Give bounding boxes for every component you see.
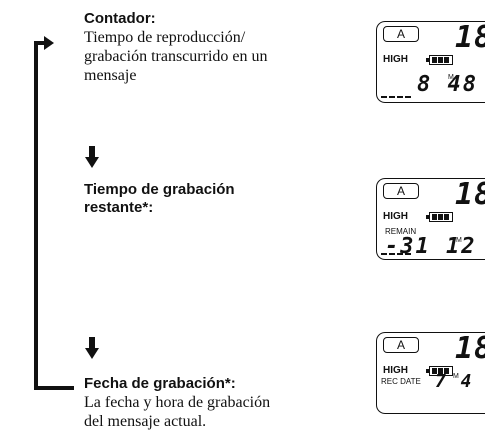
segment-dashes bbox=[381, 96, 411, 98]
segment-dashes bbox=[381, 253, 411, 255]
lcd-display-remaining: A 18 HIGH REMAIN -31 12 M S bbox=[376, 178, 485, 260]
battery-icon bbox=[426, 366, 453, 376]
quality-label: HIGH bbox=[383, 54, 408, 65]
section-tiempo-restante: Tiempo de grabación restante*: bbox=[84, 181, 339, 217]
section-description: La fecha y hora de grabación del mensaje… bbox=[84, 394, 271, 430]
counter-readout: 8 48 bbox=[417, 72, 478, 97]
message-number: 18 bbox=[455, 178, 485, 212]
down-arrow-icon bbox=[85, 146, 99, 168]
lcd-display-rec-date: A 18 HIGH REC DATE 7 4 M D bbox=[376, 332, 485, 414]
remain-label: REMAIN bbox=[385, 227, 417, 236]
section-fecha-grabacion: Fecha de grabación*: La fecha y hora de … bbox=[84, 375, 339, 431]
folder-indicator: A bbox=[383, 337, 419, 353]
section-title: Tiempo de grabación restante*: bbox=[84, 181, 235, 216]
remaining-readout: -31 12 bbox=[385, 234, 477, 259]
section-description: Tiempo de reproducción/ grabación transc… bbox=[84, 29, 268, 84]
folder-indicator: A bbox=[383, 26, 419, 42]
minutes-unit: M bbox=[448, 74, 454, 81]
flow-line-vertical bbox=[34, 41, 38, 390]
lcd-display-counter: A 18 HIGH 8 48 M S bbox=[376, 21, 485, 103]
down-arrow-icon bbox=[85, 337, 99, 359]
folder-indicator: A bbox=[383, 183, 419, 199]
section-title: Fecha de grabación*: bbox=[84, 375, 236, 392]
date-readout: 7 4 bbox=[435, 371, 474, 392]
battery-icon bbox=[426, 212, 453, 222]
flow-line-top bbox=[34, 41, 46, 45]
month-unit: M bbox=[453, 373, 459, 380]
flow-line-bottom bbox=[34, 386, 74, 390]
quality-label: HIGH bbox=[383, 365, 408, 376]
battery-icon bbox=[426, 55, 453, 65]
section-title: Contador: bbox=[84, 10, 156, 27]
message-number: 18 bbox=[455, 21, 485, 55]
flow-arrow-right-icon bbox=[44, 36, 54, 50]
quality-label: HIGH bbox=[383, 211, 408, 222]
section-contador: Contador: Tiempo de reproducción/ grabac… bbox=[84, 10, 339, 85]
rec-date-label: REC DATE bbox=[381, 377, 421, 386]
minutes-unit: M bbox=[456, 237, 462, 244]
message-number: 18 bbox=[455, 332, 485, 366]
